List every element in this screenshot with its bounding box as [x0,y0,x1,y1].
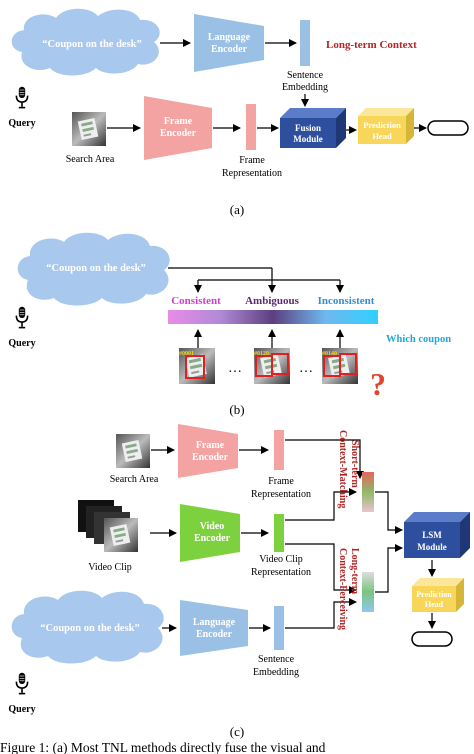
which-coupon-label: Which coupon [386,334,451,345]
output-box-a [427,120,469,136]
context-perceiving-label: Context-Perceiving [337,548,348,630]
panel-a: “Coupon on the desk” Language Encoder Se… [8,8,469,217]
frame-representation-bar-a [246,104,256,150]
svg-text:?: ? [370,366,386,402]
frame-encoder-a-l2: Encoder [160,128,197,139]
query-c-label: Query [8,704,35,715]
frame-encoder-c-l1: Frame [196,440,225,451]
query-a-label: Query [8,118,35,129]
sentence-embedding-a-l2: Embedding [282,82,328,93]
video-clip-label: Video Clip [88,562,132,573]
video-encoder-l2: Encoder [194,533,231,544]
cloud-b [17,232,170,306]
cloud-c [11,590,164,664]
sentence-embedding-bar-a [300,20,310,66]
output-box-c [411,631,453,647]
prediction-head-c [412,578,464,612]
figure-caption: Figure 1: (a) Most TNL methods directly … [0,740,326,754]
language-encoder-a-l1: Language [208,32,251,43]
caption-a: (a) [230,202,244,217]
context-matching-label: Context-Matching [337,430,348,508]
caption-b: (b) [229,402,244,417]
fusion-module-a-l2: Module [293,134,323,144]
language-encoder-a [194,14,264,72]
frame-representation-c-l2: Representation [251,489,311,500]
video-encoder-l1: Video [200,521,225,532]
cloud-b-text: “Coupon on the desk” [46,263,146,274]
search-area-c-label: Search Area [110,474,159,485]
frame-id-2: #0120 [254,351,269,357]
ambiguous-label: Ambiguous [245,295,300,307]
caption-c: (c) [230,724,244,739]
consistency-spectrum-bar [168,310,378,324]
short-term-bar [362,472,374,512]
video-clip-stack [78,500,138,552]
frame-encoder-a-l1: Frame [164,116,193,127]
consistent-label: Consistent [171,295,221,307]
search-area-a-label: Search Area [66,154,115,165]
sentence-embedding-c-l1: Sentence [258,654,295,665]
language-encoder-c [180,600,248,656]
search-area-image-c [116,434,150,468]
prediction-head-c-l2: Head [425,600,444,609]
prediction-head-a [358,108,414,144]
mic-icon-c [15,672,29,695]
cloud-c-text: “Coupon on the desk” [40,623,140,634]
frame-representation-a-l1: Frame [239,155,265,166]
frame-encoder-c-l2: Encoder [192,452,229,463]
fusion-module-a [280,108,346,148]
lsm-module-l1: LSM [422,530,442,540]
ellipsis-1: … [228,361,242,376]
prediction-head-a-l2: Head [372,131,392,141]
frame-id-3: #0140 [322,351,337,357]
frame-thumb-2 [254,348,290,384]
connector-long-to-lsm [375,544,403,593]
connector-video-to-long [285,543,357,594]
frame-thumb-3 [322,348,358,384]
connector-frame-to-short [285,439,364,479]
language-encoder-c-l2: Encoder [196,629,233,640]
sentence-embedding-a-l1: Sentence [287,70,324,81]
long-term-context-label: Long-term Context [326,39,417,51]
cloud-a-text: “Coupon on the desk” [42,39,142,50]
mic-icon-b [15,306,29,329]
cloud-a [11,8,160,76]
video-clip-representation-l2: Representation [251,567,311,578]
long-term-label: Long-term [349,548,360,595]
language-encoder-c-l1: Language [193,617,236,628]
sentence-embedding-bar-c [274,606,284,650]
panel-c: Search Area Frame Encoder Frame Represen… [8,424,470,739]
language-encoder-a-l2: Encoder [211,44,248,55]
prediction-head-a-l1: Prediction [363,120,401,130]
query-b-label: Query [8,338,35,349]
ellipsis-2: … [299,361,313,376]
frame-encoder-a [144,96,212,160]
sentence-embedding-c-l2: Embedding [253,667,299,678]
panel-b: “Coupon on the desk” Consistent Ambiguou… [8,232,451,417]
lsm-module-l2: Module [417,542,447,552]
video-clip-representation-l1: Video Clip [259,554,303,565]
frame-representation-bar-c [274,430,284,470]
frame-encoder-c [178,424,238,478]
fusion-module-a-l1: Fusion [295,123,321,133]
search-area-image-a [72,112,106,146]
mic-icon-a [15,86,29,109]
frame-thumb-1 [179,348,215,384]
long-term-bar [362,572,374,612]
frame-id-1: #0001 [179,351,194,357]
video-encoder [180,504,240,562]
frame-representation-c-l1: Frame [268,476,294,487]
connector-short-to-lsm [375,491,403,534]
prediction-head-c-l1: Prediction [416,590,452,599]
connector-sent-to-long [285,598,357,629]
frame-representation-a-l2: Representation [222,168,282,179]
connector-video-to-short [285,488,357,521]
question-mark-icon: ? [370,366,386,402]
inconsistent-label: Inconsistent [318,295,375,307]
video-clip-representation-bar [274,514,284,552]
short-term-label: Short-term [349,440,360,488]
lsm-module [404,512,470,558]
